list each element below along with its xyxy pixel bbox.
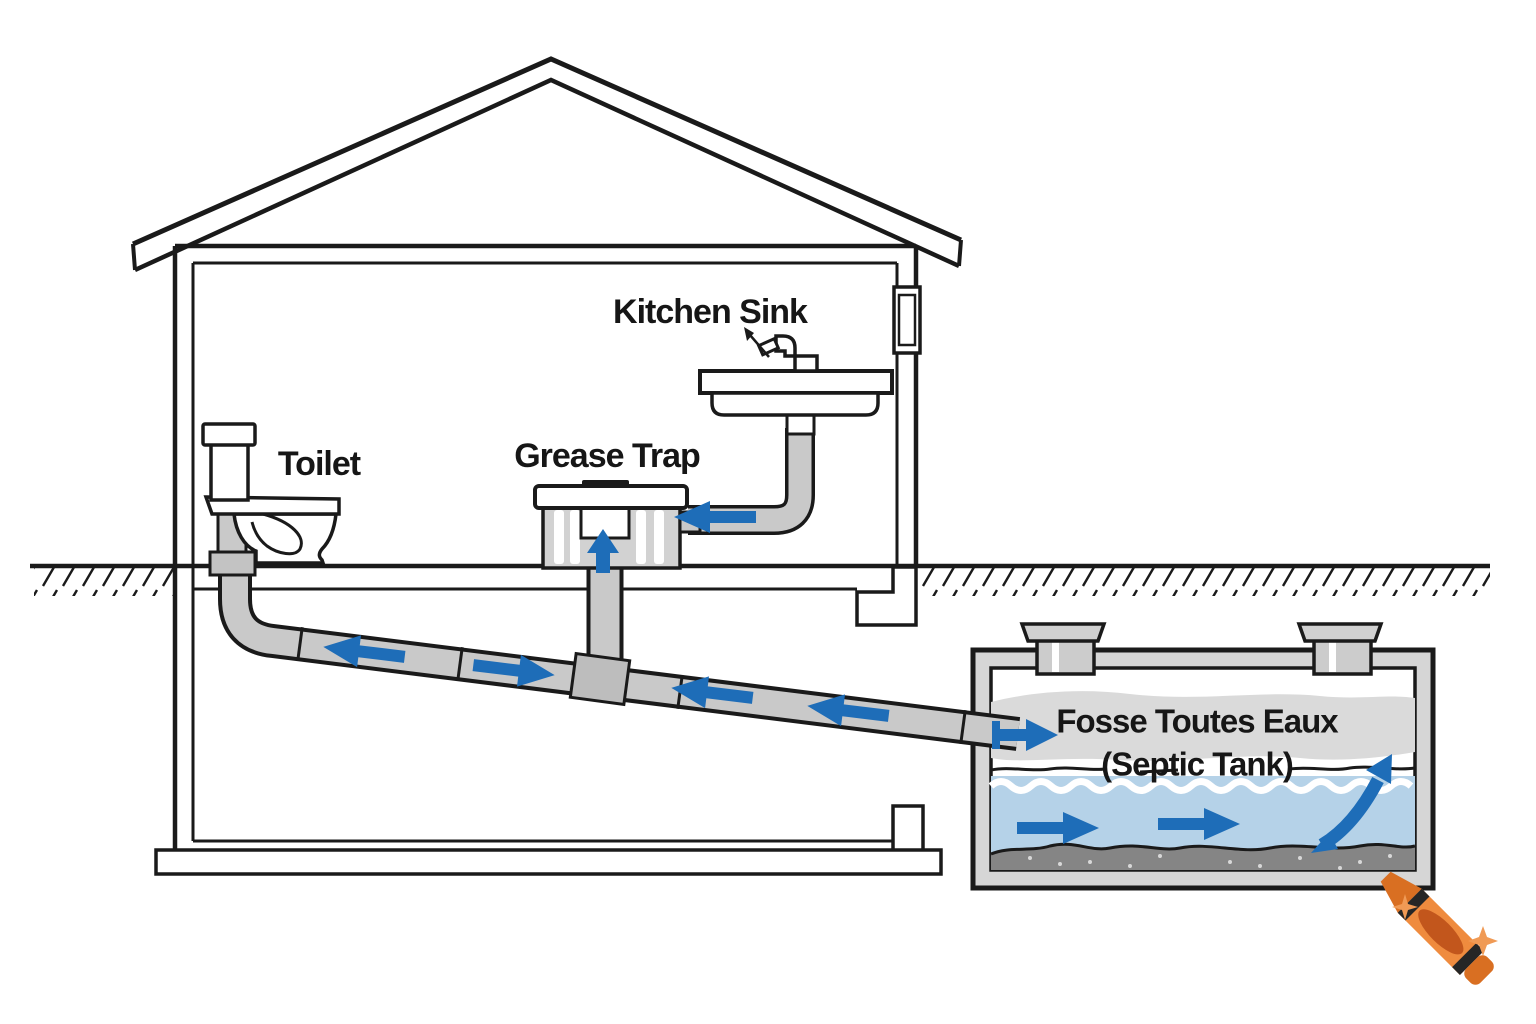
crayon-end-cap — [1464, 955, 1494, 985]
scum-interface-line-right — [1289, 765, 1416, 771]
crayon-stripe-right — [1452, 943, 1484, 975]
toilet-label: Toilet — [277, 445, 361, 483]
basement-slab — [154, 848, 943, 876]
roof-outer-line — [131, 56, 963, 247]
roof-eave-caps — [131, 239, 963, 271]
ground-hatch-left — [34, 568, 174, 596]
label-pointer-arrow — [744, 327, 770, 358]
grease-trap-figure — [533, 480, 702, 570]
sink-pipe — [688, 428, 812, 532]
house-structure — [131, 56, 963, 850]
sludge-layer — [991, 844, 1415, 870]
tank-riser-right — [1296, 622, 1384, 676]
septic-tank-label-line2: (Septic Tank) — [1101, 745, 1294, 783]
toilet-bowl — [232, 512, 338, 565]
toilet-floor-coupling — [208, 550, 257, 577]
pipe-joints — [296, 626, 967, 745]
pointer-line — [749, 334, 770, 358]
flow-arrow-tank-rise — [1311, 754, 1392, 853]
basement-foundation — [154, 565, 943, 876]
crayon-ellipse — [1418, 909, 1464, 955]
tank-riser-left — [1019, 622, 1107, 676]
sink-counter — [698, 369, 894, 395]
toilet-cistern — [209, 441, 250, 502]
riser-cap — [1019, 622, 1107, 643]
rise-arrow-head — [1366, 754, 1392, 784]
crayon-logo — [1380, 871, 1498, 985]
toilet-figure — [201, 422, 341, 565]
pointer-head — [744, 327, 754, 341]
sludge-speckles — [1028, 854, 1392, 870]
riser-neck — [1312, 638, 1373, 676]
flow-arrows — [321, 501, 1392, 853]
right-basement-stub — [891, 804, 925, 855]
crayon-tip — [1380, 871, 1422, 913]
sparkle-icon — [1468, 926, 1498, 956]
roof-inner-line — [134, 77, 960, 273]
trap-lid — [533, 484, 689, 510]
water-surface-wave — [988, 778, 1414, 794]
kitchen-sink-figure — [698, 327, 894, 436]
crayon-icon — [1380, 871, 1494, 985]
riser-highlight — [1329, 642, 1336, 672]
main-pipe — [222, 553, 1020, 747]
tee-fitting — [568, 651, 632, 707]
trap-stripes — [554, 510, 664, 564]
faucet-body — [774, 334, 819, 373]
kitchen-sink-label: Kitchen Sink — [613, 293, 808, 331]
sink-basin — [710, 391, 880, 417]
rise-arrow-tail — [1311, 833, 1338, 853]
septic-tank-label-line1: Fosse Toutes Eaux — [1056, 702, 1338, 740]
right-wall-footing — [855, 565, 918, 627]
scum-layer — [991, 691, 1415, 761]
ground — [30, 563, 1490, 596]
toilet-cistern-lid — [201, 422, 257, 447]
window-pane — [897, 293, 917, 347]
scum-interface-line-left — [990, 766, 1106, 772]
wall-window — [892, 285, 922, 355]
scum-interface-line-mid — [1139, 768, 1179, 774]
riser-cap — [1296, 622, 1384, 643]
riser-neck — [1035, 638, 1096, 676]
grease-trap-label: Grease Trap — [514, 437, 701, 475]
toilet-bowl-cavity — [250, 512, 303, 556]
ground-hatch-right — [922, 568, 1490, 596]
flow-arrow-tank-inlet — [992, 719, 1058, 751]
riser-highlight — [1052, 642, 1059, 672]
septic-tank-figure — [970, 622, 1436, 891]
sludge-top-line — [990, 842, 1416, 856]
sparkle-icon — [1392, 894, 1418, 920]
